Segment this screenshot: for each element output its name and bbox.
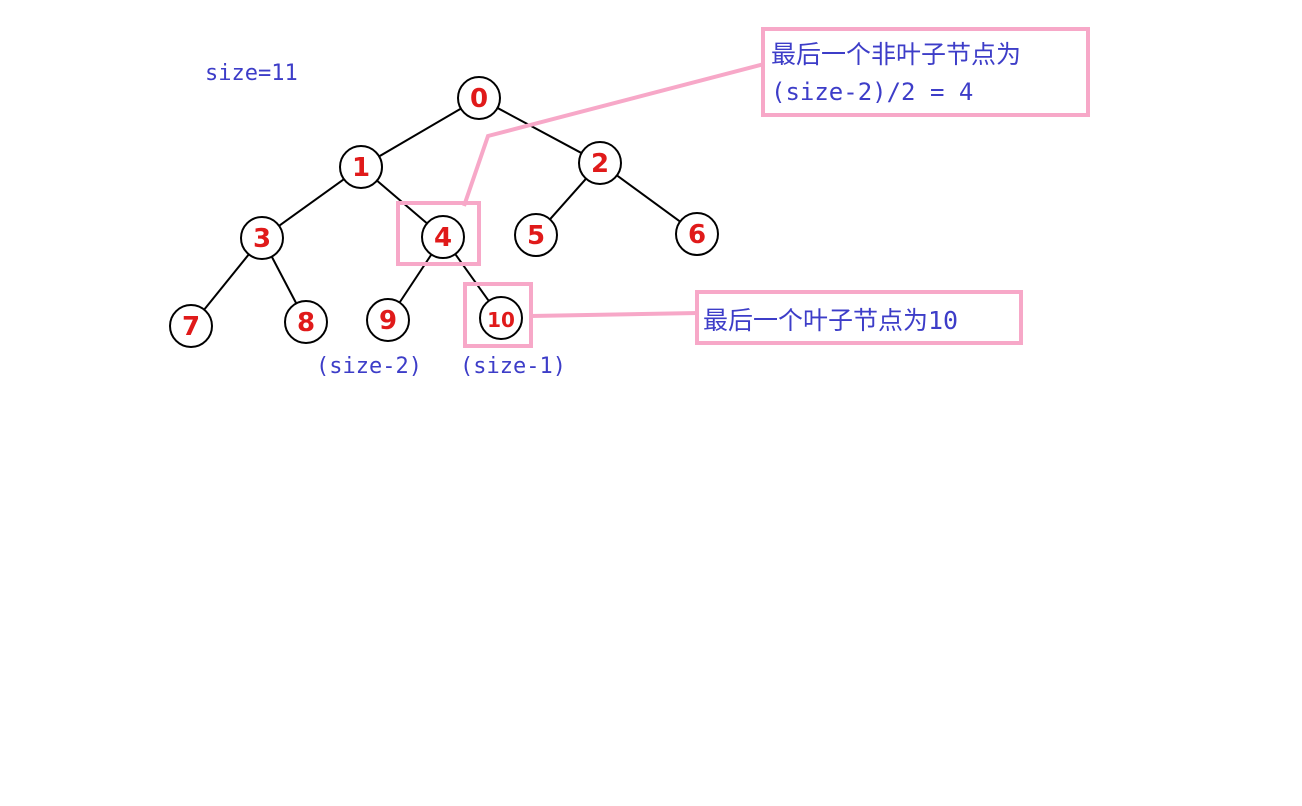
highlight-box-node-10 xyxy=(463,282,533,348)
tree-edge-2-5 xyxy=(549,178,587,220)
callout-connector-leaf xyxy=(530,311,699,318)
tree-node-label: 9 xyxy=(379,306,397,336)
tree-node-label: 2 xyxy=(591,149,609,179)
tree-node-6: 6 xyxy=(675,212,719,256)
tree-node-circle xyxy=(514,213,558,257)
index-label-size-minus-1: (size-1) xyxy=(460,354,566,379)
tree-node-circle xyxy=(284,300,328,344)
tree-node-label: 10 xyxy=(487,308,515,332)
callout-last-leaf-text: 最后一个叶子节点为10 xyxy=(703,306,958,335)
tree-node-circle xyxy=(421,215,465,259)
tree-edge-0-2 xyxy=(497,107,582,154)
size-label: size=11 xyxy=(205,61,298,86)
tree-node-label: 6 xyxy=(688,220,706,250)
tree-node-7: 7 xyxy=(169,304,213,348)
tree-node-9: 9 xyxy=(366,298,410,342)
tree-edge-4-9 xyxy=(398,253,433,304)
tree-node-circle xyxy=(240,216,284,260)
tree-edge-0-1 xyxy=(378,107,462,158)
tree-node-10: 10 xyxy=(479,296,523,340)
callout-box-last-non-leaf xyxy=(761,27,1090,117)
tree-node-circle xyxy=(578,141,622,185)
tree-node-label: 3 xyxy=(253,224,271,254)
highlight-box-node-4 xyxy=(396,201,481,266)
tree-edge-1-3 xyxy=(278,178,345,227)
callout-connector-non-leaf xyxy=(462,62,765,207)
tree-node-2: 2 xyxy=(578,141,622,185)
tree-node-circle xyxy=(457,76,501,120)
tree-edge-3-8 xyxy=(270,256,298,304)
tree-node-5: 5 xyxy=(514,213,558,257)
tree-node-8: 8 xyxy=(284,300,328,344)
tree-node-label: 5 xyxy=(527,221,545,251)
tree-node-circle xyxy=(366,298,410,342)
tree-node-label: 7 xyxy=(182,312,200,342)
tree-node-circle xyxy=(339,145,383,189)
tree-node-0: 0 xyxy=(457,76,501,120)
callout-last-non-leaf-title: 最后一个非叶子节点为 xyxy=(771,40,1021,69)
tree-node-circle xyxy=(169,304,213,348)
tree-node-circle xyxy=(675,212,719,256)
tree-nodes: 0 1 2 3 4 5 6 7 8 9 10 xyxy=(169,76,719,348)
tree-node-label: 1 xyxy=(352,153,370,183)
tree-node-circle xyxy=(479,296,523,340)
tree-node-label: 8 xyxy=(297,308,315,338)
tree-node-label: 4 xyxy=(434,223,452,253)
tree-node-4: 4 xyxy=(421,215,465,259)
tree-edge-2-6 xyxy=(616,174,681,223)
tree-node-3: 3 xyxy=(240,216,284,260)
callout-box-last-leaf xyxy=(695,290,1023,345)
tree-edge-3-7 xyxy=(203,253,250,311)
tree-node-1: 1 xyxy=(339,145,383,189)
tree-edges xyxy=(203,107,681,311)
tree-edge-4-10 xyxy=(454,253,490,302)
index-label-size-minus-2: (size-2) xyxy=(316,354,422,379)
tree-node-label: 0 xyxy=(470,84,488,114)
callout-last-non-leaf-formula: (size-2)/2 = 4 xyxy=(771,78,973,106)
